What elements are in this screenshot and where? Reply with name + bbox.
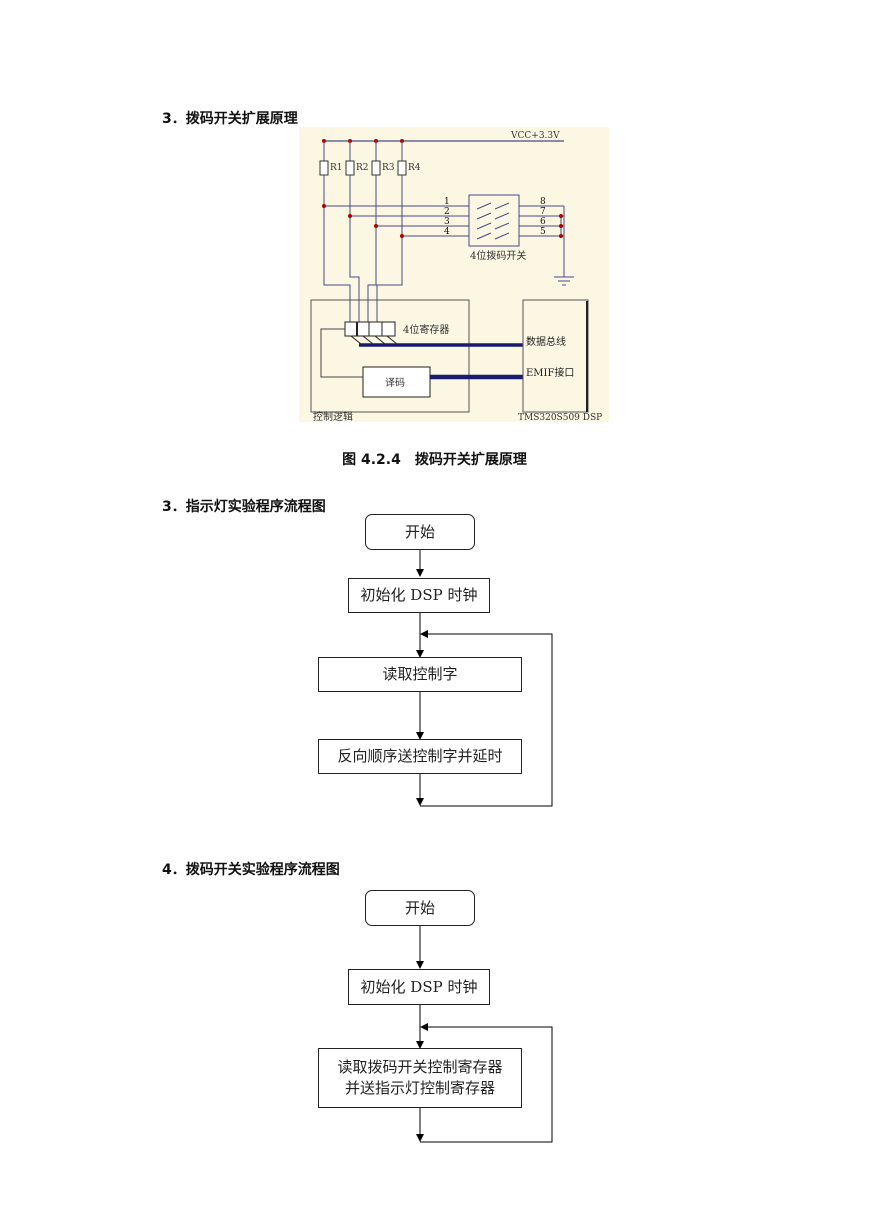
pin-label-2: 2 xyxy=(444,207,450,217)
pin-label-3: 3 xyxy=(444,217,450,227)
pin-label-6: 6 xyxy=(540,217,546,227)
figure-caption: 图 4.2.4 拨码开关扩展原理 xyxy=(342,452,527,468)
led-flow-read-control-word: 读取控制字 xyxy=(318,657,522,692)
resistor-label-r2: R2 xyxy=(356,163,369,173)
decoder-label: 译码 xyxy=(385,377,405,389)
pin-label-8: 8 xyxy=(540,197,546,207)
dip-flow-read-line1: 读取拨码开关控制寄存器 xyxy=(337,1058,503,1076)
data-bus-label: 数据总线 xyxy=(526,335,566,348)
dip-flow-read-switch: 读取拨码开关控制寄存器 并送指示灯控制寄存器 xyxy=(318,1048,522,1108)
led-flow-send-reverse: 反向顺序送控制字并延时 xyxy=(318,739,522,774)
vcc-label: VCC+3.3V xyxy=(510,131,560,141)
pin-label-7: 7 xyxy=(540,207,546,217)
emif-label: EMIF接口 xyxy=(526,366,574,379)
decoder-block xyxy=(362,366,431,398)
pin-label-5: 5 xyxy=(540,227,546,237)
register-label: 4位寄存器 xyxy=(403,323,449,336)
section-heading-dip-principle: 3．拨码开关扩展原理 xyxy=(162,111,298,127)
led-flow-init-clock: 初始化 DSP 时钟 xyxy=(348,578,490,613)
section-heading-dip-flow: 4．拨码开关实验程序流程图 xyxy=(162,862,340,878)
control-logic-label: 控制逻辑 xyxy=(313,410,353,422)
pin-label-1: 1 xyxy=(444,197,450,207)
resistor-label-r3: R3 xyxy=(382,163,395,173)
dsp-label: TMS320S509 DSP xyxy=(518,413,602,422)
pin-label-4: 4 xyxy=(444,227,450,237)
dip-flow-read-line2: 并送指示灯控制寄存器 xyxy=(344,1079,495,1097)
resistor-label-r4: R4 xyxy=(408,163,421,173)
control-logic-box xyxy=(310,299,470,413)
dip-switch-label: 4位拨码开关 xyxy=(470,249,526,262)
circuit-diagram: VCC+3.3V R1 R2 R3 R4 xyxy=(299,127,609,422)
dip-flow-init-clock: 初始化 DSP 时钟 xyxy=(348,969,490,1005)
circuit-background xyxy=(299,127,609,422)
dip-switch-body xyxy=(468,194,520,247)
section-heading-led-flow: 3．指示灯实验程序流程图 xyxy=(162,499,326,515)
resistor-label-r1: R1 xyxy=(330,163,343,173)
dip-flow-start: 开始 xyxy=(365,890,475,926)
led-flow-start: 开始 xyxy=(365,514,475,550)
